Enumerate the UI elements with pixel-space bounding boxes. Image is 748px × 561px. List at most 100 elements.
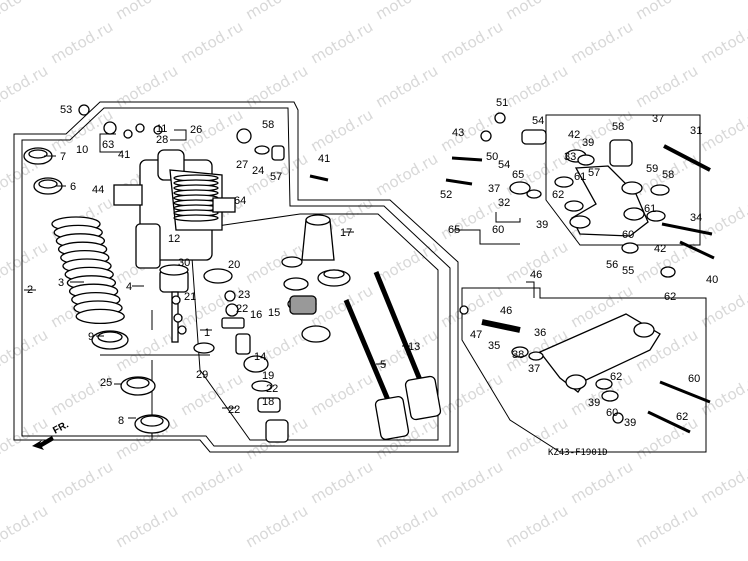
part-number: 39 <box>536 219 548 231</box>
part-number: 54 <box>532 115 544 127</box>
watermark-text: motod.ru <box>698 281 748 331</box>
part-number: 26 <box>190 124 202 136</box>
part-number: 58 <box>612 121 624 133</box>
part-number: 21 <box>184 291 196 303</box>
part-number: 37 <box>528 363 540 375</box>
watermark-text: motod.ru <box>633 501 702 551</box>
part-number: 41 <box>318 153 330 165</box>
part-number: 43 <box>452 127 464 139</box>
part-number: 39 <box>588 397 600 409</box>
part-number: 18 <box>262 396 274 408</box>
watermark-text: motod.ru <box>178 17 247 67</box>
part-number: 33 <box>564 151 576 163</box>
watermark-text: motod.ru <box>243 61 312 111</box>
part-number: 22 <box>266 383 278 395</box>
watermark-text: motod.ru <box>0 61 51 111</box>
watermark-text: motod.ru <box>113 501 182 551</box>
watermark-text: motod.ru <box>48 17 117 67</box>
watermark-text: motod.ru <box>113 61 182 111</box>
part-number: 13 <box>408 341 420 353</box>
watermark-text: motod.ru <box>698 369 748 419</box>
part-number: 53 <box>60 104 72 116</box>
watermark-text: motod.ru <box>0 325 51 375</box>
part-number: 39 <box>624 417 636 429</box>
watermark-text: motod.ru <box>308 105 377 155</box>
part-number: 54 <box>498 159 510 171</box>
part-number: 58 <box>662 169 674 181</box>
part-number: 3 <box>58 277 64 289</box>
part-number: 25 <box>100 377 112 389</box>
part-number: 34 <box>690 212 702 224</box>
watermark-text: motod.ru <box>438 457 507 507</box>
part-number: 61 <box>574 171 586 183</box>
part-number: 22 <box>228 404 240 416</box>
part-number: 23 <box>238 289 250 301</box>
part-number: 4 <box>126 281 132 293</box>
watermark-text: motod.ru <box>698 457 748 507</box>
watermark-text: motod.ru <box>503 0 572 23</box>
watermark-text: motod.ru <box>373 61 442 111</box>
watermark-text: motod.ru <box>0 413 51 463</box>
part-number: 47 <box>470 329 482 341</box>
part-number: 16 <box>250 309 262 321</box>
part-number: 5 <box>380 359 386 371</box>
watermark-text: motod.ru <box>633 61 702 111</box>
watermark-text: motod.ru <box>698 17 748 67</box>
part-number: 65 <box>448 224 460 236</box>
linkage-parts <box>445 112 715 434</box>
part-number: 29 <box>196 369 208 381</box>
leader-lines <box>24 129 535 419</box>
part-number: 37 <box>652 113 664 125</box>
part-number: 63 <box>102 139 114 151</box>
watermark-text: motod.ru <box>373 501 442 551</box>
part-number: 62 <box>552 189 564 201</box>
watermark-text: motod.ru <box>0 0 51 23</box>
part-number: 62 <box>610 371 622 383</box>
watermark-text: motod.ru <box>113 0 182 23</box>
watermark-text: motod.ru <box>373 0 442 23</box>
part-number: 37 <box>488 183 500 195</box>
part-number: 39 <box>582 137 594 149</box>
part-number: 9 <box>88 331 94 343</box>
watermark-text: motod.ru <box>308 281 377 331</box>
watermark-text: motod.ru <box>568 457 637 507</box>
part-number: 57 <box>270 171 282 183</box>
part-number: 2 <box>27 284 33 296</box>
part-number: 58 <box>262 119 274 131</box>
part-number: 28 <box>156 134 168 146</box>
part-number: 61 <box>644 203 656 215</box>
part-number: 32 <box>498 197 510 209</box>
watermark-text: motod.ru <box>503 61 572 111</box>
watermark-text: motod.ru <box>568 17 637 67</box>
part-number: 60 <box>622 229 634 241</box>
part-number: 19 <box>262 370 274 382</box>
part-number: 8 <box>118 415 124 427</box>
watermark-text: motod.ru <box>48 457 117 507</box>
watermark-text: motod.ru <box>0 501 51 551</box>
part-number: 46 <box>500 305 512 317</box>
watermark-text: motod.ru <box>503 501 572 551</box>
part-number: 20 <box>228 259 240 271</box>
part-number: 40 <box>706 274 718 286</box>
part-number: 6 <box>70 181 76 193</box>
part-number: 31 <box>690 125 702 137</box>
part-number: 55 <box>622 265 634 277</box>
part-number: 50 <box>486 151 498 163</box>
part-number: 1 <box>204 327 210 339</box>
part-number: 41 <box>118 149 130 161</box>
part-number: 56 <box>606 259 618 271</box>
watermark-text: motod.ru <box>308 17 377 67</box>
spring-coil <box>75 308 125 325</box>
direction-label: FR. <box>51 419 71 436</box>
part-number: 62 <box>664 291 676 303</box>
reservoir-rib <box>173 214 219 222</box>
part-number: 12 <box>168 233 180 245</box>
part-number: 7 <box>60 151 66 163</box>
part-number: 65 <box>512 169 524 181</box>
part-number: 36 <box>534 327 546 339</box>
watermark-text: motod.ru <box>0 237 51 287</box>
part-number: 30 <box>178 257 190 269</box>
shock-parts <box>23 104 442 443</box>
part-number: 24 <box>252 165 264 177</box>
